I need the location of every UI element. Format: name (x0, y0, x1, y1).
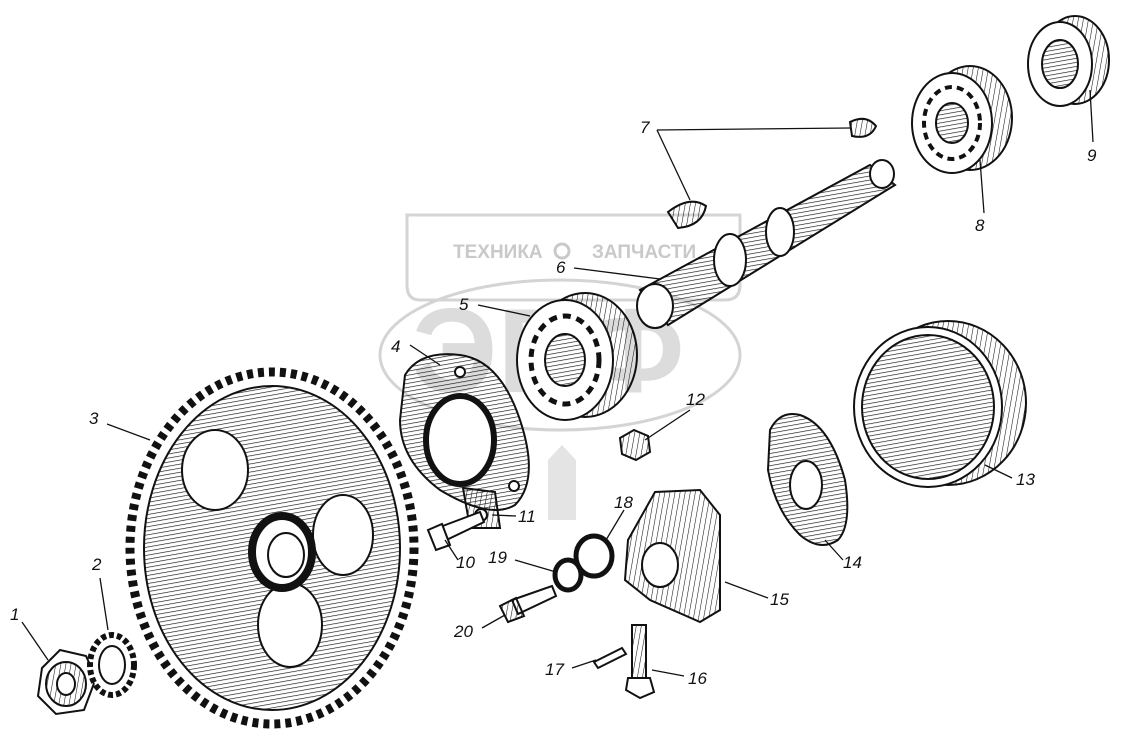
callout-13: 13 (1016, 470, 1035, 489)
callout-9: 9 (1087, 146, 1097, 165)
callout-14: 14 (843, 553, 862, 572)
watermark-left-text: ТЕХНИКА (453, 242, 543, 263)
callout-17: 17 (545, 660, 564, 679)
part-14-flange (766, 413, 849, 546)
callout-1: 1 (10, 605, 19, 624)
callout-19: 19 (488, 548, 507, 567)
part-16-bolt (624, 624, 656, 700)
callout-8: 8 (975, 216, 985, 235)
callout-2: 2 (91, 555, 102, 574)
part-20-bolt (498, 584, 558, 624)
part-7-keys (666, 117, 878, 230)
part-18-washer (573, 533, 615, 579)
gear-icon (553, 242, 571, 260)
callout-labels: 1 2 3 4 5 6 7 8 9 10 11 12 13 14 15 16 1… (10, 118, 1097, 688)
part-19-spring-washer (552, 557, 584, 593)
callout-6: 6 (556, 258, 566, 277)
callout-20: 20 (453, 622, 473, 641)
callout-16: 16 (688, 669, 707, 688)
callout-15: 15 (770, 590, 789, 609)
part-8-bearing (911, 65, 1013, 174)
callout-10: 10 (456, 553, 475, 572)
callout-4: 4 (391, 337, 400, 356)
callout-3: 3 (89, 409, 99, 428)
leader-lines (21, 89, 1094, 677)
callout-11: 11 (518, 507, 536, 526)
part-5-bearing (516, 292, 638, 421)
part-12-nut (618, 428, 652, 462)
part-2-washer (87, 632, 137, 698)
part-6-shaft (636, 159, 897, 329)
callout-12: 12 (686, 390, 705, 409)
callout-18: 18 (614, 493, 633, 512)
part-17-pin (592, 646, 628, 670)
part-4-flange (398, 353, 530, 511)
part-10-bolt (426, 510, 486, 552)
part-15-clamp (623, 488, 721, 624)
watermark-right-text: ЗАПЧАСТИ (592, 242, 696, 263)
part-9-bearing (1027, 15, 1110, 107)
watermark-emblem-icon (548, 445, 576, 520)
part-1-nut (36, 648, 98, 716)
part-3-gear (125, 367, 419, 729)
part-13-cover (853, 320, 1027, 488)
callout-5: 5 (459, 295, 469, 314)
callout-7: 7 (640, 118, 650, 137)
